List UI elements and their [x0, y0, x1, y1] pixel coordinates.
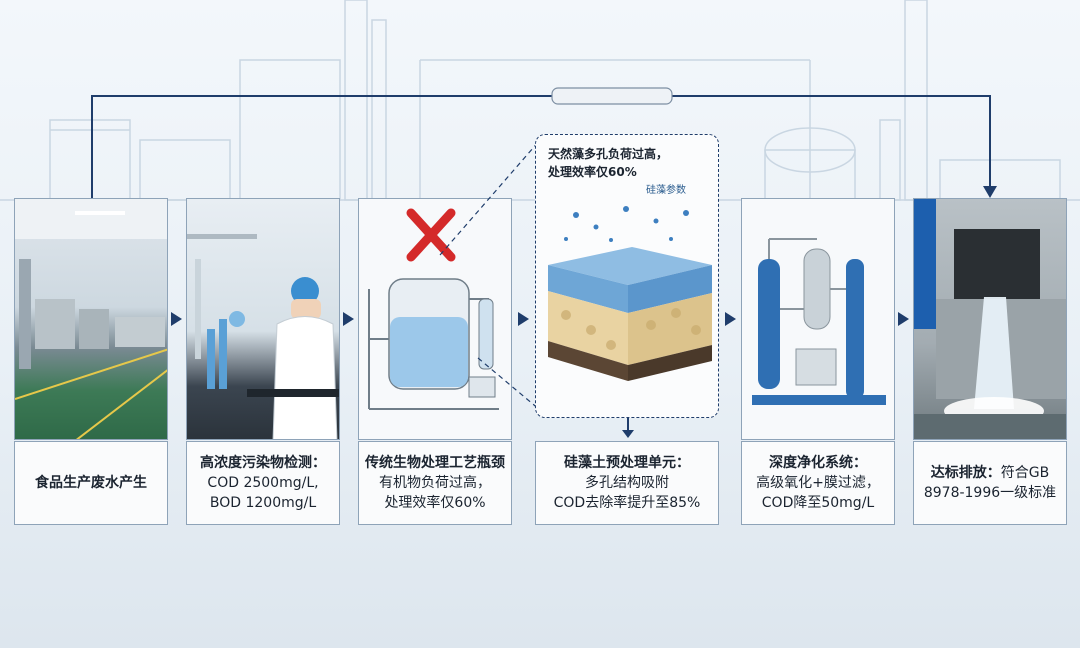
- step-6-title-rest: 符合GB: [1000, 465, 1050, 481]
- step-2-caption: 高浓度污染物检测： COD 2500mg/L, BOD 1200mg/L: [186, 441, 340, 525]
- flow-arrow-3-icon: [518, 312, 529, 326]
- step-6-title-line: 达标排放：符合GB: [931, 463, 1049, 483]
- callout-note: 天然藻多孔负荷过高， 处理效率仅60%: [548, 145, 668, 181]
- step-3-line-1: 有机物负荷过高，: [379, 475, 491, 491]
- step-5-line-2: COD降至50mg/L: [761, 495, 875, 511]
- step-2-title: 高浓度污染物检测：: [200, 455, 326, 471]
- step-5-line-1: 高级氧化+膜过滤，: [756, 475, 880, 491]
- step-6-line-1: 8978-1996一级标准: [923, 485, 1057, 501]
- step-5-title: 深度净化系统：: [769, 455, 867, 471]
- step-4-line-1: 多孔结构吸附: [585, 475, 669, 491]
- bioreactor-tank-illustration: [368, 208, 499, 410]
- step-6-caption: 达标排放：符合GB 8978-1996一级标准: [913, 441, 1067, 525]
- lab-testing-image: [186, 198, 340, 440]
- step-1-caption: 食品生产废水产生: [14, 441, 168, 525]
- step-2-line-1: COD 2500mg/L,: [207, 475, 319, 491]
- step-3-line-2: 处理效率仅60%: [384, 495, 486, 511]
- purification-equipment-illustration: [752, 238, 886, 405]
- step-4-title: 硅藻土预处理单元：: [564, 455, 690, 471]
- flow-arrow-5-icon: [898, 312, 909, 326]
- diatomite-callout: 天然藻多孔负荷过高， 处理效率仅60% 硅藻参数: [535, 134, 719, 418]
- bioreactor-image: [358, 198, 512, 440]
- step-6-title: 达标排放：: [930, 465, 1001, 481]
- flow-arrow-2-icon: [343, 312, 354, 326]
- factory-line-illustration: [15, 199, 167, 439]
- step-4-line-2: COD去除率提升至85%: [553, 495, 701, 511]
- discharge-outlet-image: [913, 198, 1067, 440]
- down-arrow-icon: [622, 418, 634, 438]
- flow-arrow-1-icon: [171, 312, 182, 326]
- water-discharge-illustration: [914, 199, 1066, 439]
- food-factory-image: [14, 198, 168, 440]
- diatomite-layers-illustration: [548, 206, 712, 381]
- step-5-caption: 深度净化系统： 高级氧化+膜过滤， COD降至50mg/L: [741, 441, 895, 525]
- purification-system-image: [741, 198, 895, 440]
- step-4-caption: 硅藻土预处理单元： 多孔结构吸附 COD去除率提升至85%: [535, 441, 719, 525]
- step-3-caption: 传统生物处理工艺瓶颈 有机物负荷过高， 处理效率仅60%: [358, 441, 512, 525]
- step-1-title: 食品生产废水产生: [35, 475, 147, 491]
- callout-tag: 硅藻参数: [646, 185, 686, 196]
- flow-arrow-4-icon: [725, 312, 736, 326]
- step-3-title: 传统生物处理工艺瓶颈: [365, 455, 505, 471]
- lab-technician-illustration: [187, 234, 339, 439]
- cross-mark-icon: [406, 208, 456, 262]
- step-2-line-2: BOD 1200mg/L: [209, 495, 317, 511]
- callout-note-line-1: 天然藻多孔负荷过高，: [548, 147, 669, 161]
- callout-note-line-2: 处理效率仅60%: [548, 165, 637, 179]
